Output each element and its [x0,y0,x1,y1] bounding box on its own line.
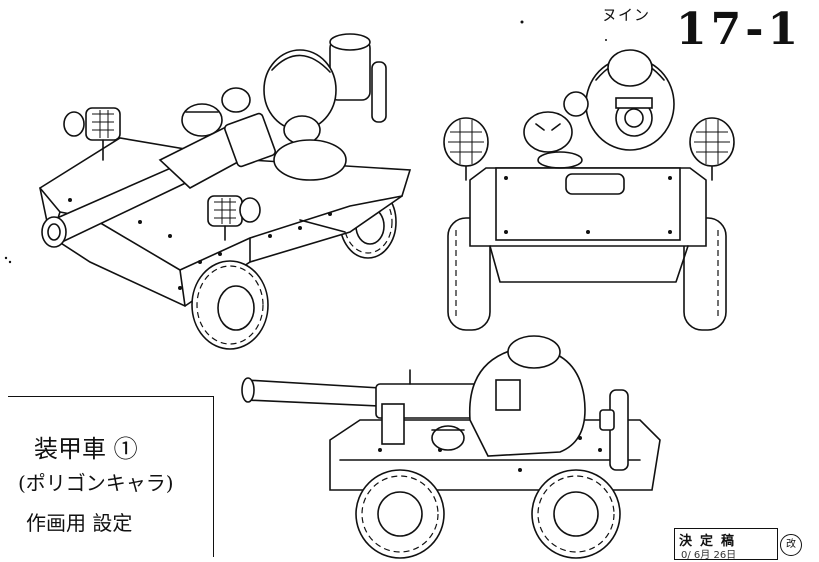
perspective-front-wheel [191,260,269,350]
rear-view-handle [565,173,625,195]
stamp-date: 0/ 6月 26日 [681,550,737,561]
approval-stamp: 決定稿 0/ 6月 26日 [674,528,778,561]
stray-marks [4,20,607,264]
revision-mark: 改 [780,534,802,556]
perspective-right-lamp [207,195,261,241]
vehicle-rear-view [443,49,735,331]
title-line-polygon: (ポリゴンキャラ) [18,471,174,495]
rear-view-crew-member [523,91,589,169]
side-view-front-wheel [355,469,445,559]
vehicle-perspective-view [39,33,412,350]
title-line-setting: 作画用 設定 [26,511,133,535]
side-view-driver-character [468,335,586,457]
vehicle-side-view [241,335,661,559]
rear-view-rivets [504,176,672,234]
hull-rivets [68,198,332,290]
perspective-driver-character [221,49,347,181]
stamp-title: 決定稿 [679,534,743,549]
cut-number: 17-1 [676,4,803,55]
perspective-crew-member [181,103,223,137]
header-label: ヌイン [602,6,651,24]
perspective-left-lamp [63,107,121,161]
perspective-fuel-tank [329,33,387,123]
rear-view-cannon-muzzle [615,97,653,137]
title-line-vehicle: 装甲車 ① [34,435,138,463]
side-view-rear-wheel [531,469,621,559]
side-view-cannon [241,369,487,445]
rear-view-left-lamp [443,117,489,181]
side-view-exhaust-pipe [599,389,629,471]
side-view-crew-member [431,425,465,451]
perspective-cannon [41,112,276,248]
title-box: 装甲車 ① (ポリゴンキャラ) 作画用 設定 [8,396,214,557]
rear-view-right-lamp [689,117,735,181]
